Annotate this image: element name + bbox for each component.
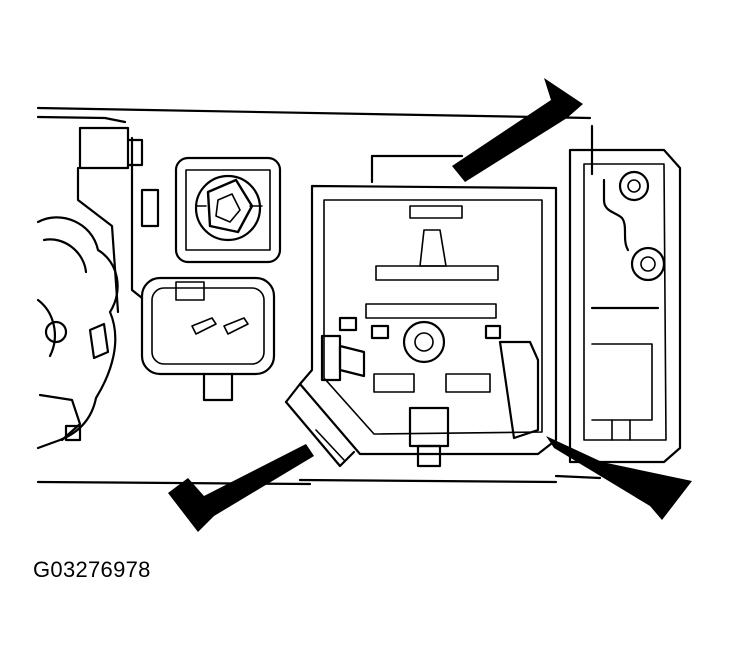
figure-id-label: G03276978 (33, 557, 151, 582)
relay-module (284, 154, 558, 468)
round-socket-assembly (174, 156, 282, 264)
right-bracket (568, 124, 682, 464)
arrow-bottom-right (546, 436, 692, 520)
left-motor-housing (36, 126, 160, 450)
mounting-panel-outline (36, 106, 602, 486)
arrow-top (452, 78, 583, 182)
indicator-arrows (168, 78, 692, 532)
electrical-connector (140, 276, 276, 402)
arrow-bottom-left (168, 444, 314, 532)
